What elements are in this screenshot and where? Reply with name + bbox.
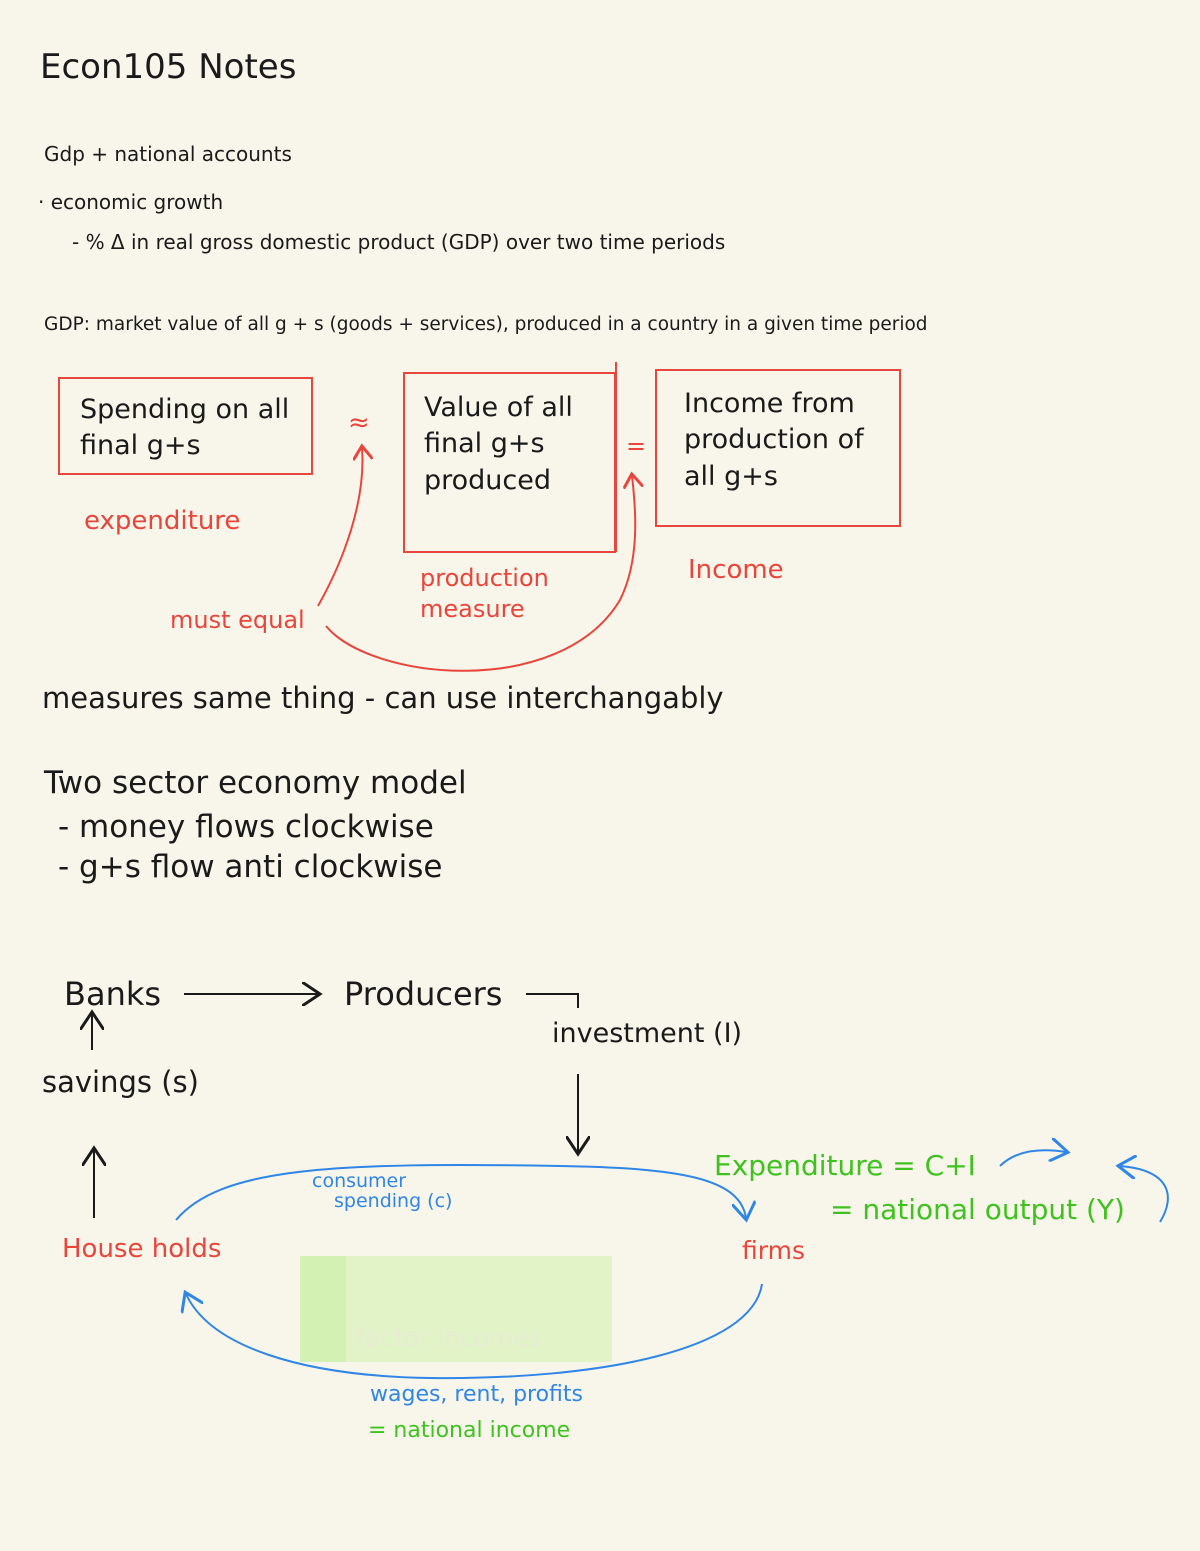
production-measure-label: production measure bbox=[420, 563, 549, 625]
investment-label: investment (I) bbox=[552, 1018, 743, 1049]
consumer-line-2: spending (c) bbox=[334, 1189, 453, 1212]
gdp-definition: GDP: market value of all g + s (goods + … bbox=[44, 314, 928, 335]
must-equal-label: must equal bbox=[170, 606, 305, 634]
national-output-label: = national output (Y) bbox=[830, 1193, 1125, 1226]
income-line-2: production of bbox=[684, 424, 864, 456]
must-equal-arrow-right bbox=[325, 476, 635, 672]
savings-label: savings (s) bbox=[42, 1065, 199, 1099]
highlight-box-left bbox=[300, 1256, 346, 1362]
expenditure-equation: Expenditure = C+I bbox=[714, 1149, 976, 1182]
expenditure-label: expenditure bbox=[84, 506, 241, 536]
expenditure-curl-arrow bbox=[999, 1150, 1066, 1167]
income-label: Income bbox=[688, 555, 784, 585]
producers-hook bbox=[526, 993, 579, 1008]
output-curl-arrow bbox=[1120, 1166, 1169, 1223]
spending-box bbox=[58, 377, 313, 475]
firms-node: firms bbox=[742, 1236, 805, 1265]
income-line-3: all g+s bbox=[684, 460, 778, 492]
econ-growth-bullet: · economic growth bbox=[38, 190, 224, 214]
value-line-1: Value of all bbox=[424, 392, 573, 423]
two-sector-title: Two sector economy model bbox=[44, 765, 467, 801]
bullet-gs-flows: - g+s flow anti clockwise bbox=[58, 849, 443, 885]
measures-line: measures same thing - can use interchang… bbox=[42, 681, 724, 715]
income-box bbox=[655, 369, 901, 527]
spending-line-2: final g+s bbox=[80, 430, 201, 462]
income-line-1: Income from bbox=[684, 388, 855, 419]
spending-line-1: Spending on all bbox=[80, 394, 290, 425]
must-equal-arrow-left bbox=[317, 448, 362, 607]
growth-definition: - % Δ in real gross domestic product (GD… bbox=[72, 230, 726, 254]
equals-sign: = bbox=[626, 432, 647, 460]
wages-label: wages, rent, profits bbox=[370, 1382, 584, 1407]
gdp-heading: Gdp + national accounts bbox=[44, 142, 292, 166]
highlight-box bbox=[300, 1256, 612, 1362]
value-box-text: Value of all final g+s produced bbox=[424, 390, 573, 499]
income-box-text: Income from production of all g+s bbox=[684, 386, 864, 495]
page-title: Econ105 Notes bbox=[40, 47, 297, 87]
consumer-spending-flow bbox=[175, 1164, 746, 1220]
factor-income-flow bbox=[186, 1283, 763, 1380]
approx-sign: ≈ bbox=[348, 408, 370, 438]
production-label-line-2: measure bbox=[420, 595, 525, 624]
value-line-2: final g+s bbox=[424, 428, 545, 460]
consumer-line-1: consumer bbox=[312, 1170, 407, 1192]
factor-incomes-label: factor incomes bbox=[356, 1323, 542, 1352]
value-line-3: produced bbox=[424, 464, 552, 496]
spending-box-text: Spending on all final g+s bbox=[80, 392, 289, 465]
producers-node: Producers bbox=[344, 975, 503, 1013]
households-node: House holds bbox=[62, 1234, 222, 1264]
production-label-line-1: production bbox=[420, 564, 549, 592]
bullet-money-flows: - money flows clockwise bbox=[58, 809, 434, 845]
national-income-label: = national income bbox=[368, 1418, 571, 1443]
banks-node: Banks bbox=[64, 975, 162, 1013]
consumer-spending-label: consumer spending (c) bbox=[312, 1170, 453, 1212]
